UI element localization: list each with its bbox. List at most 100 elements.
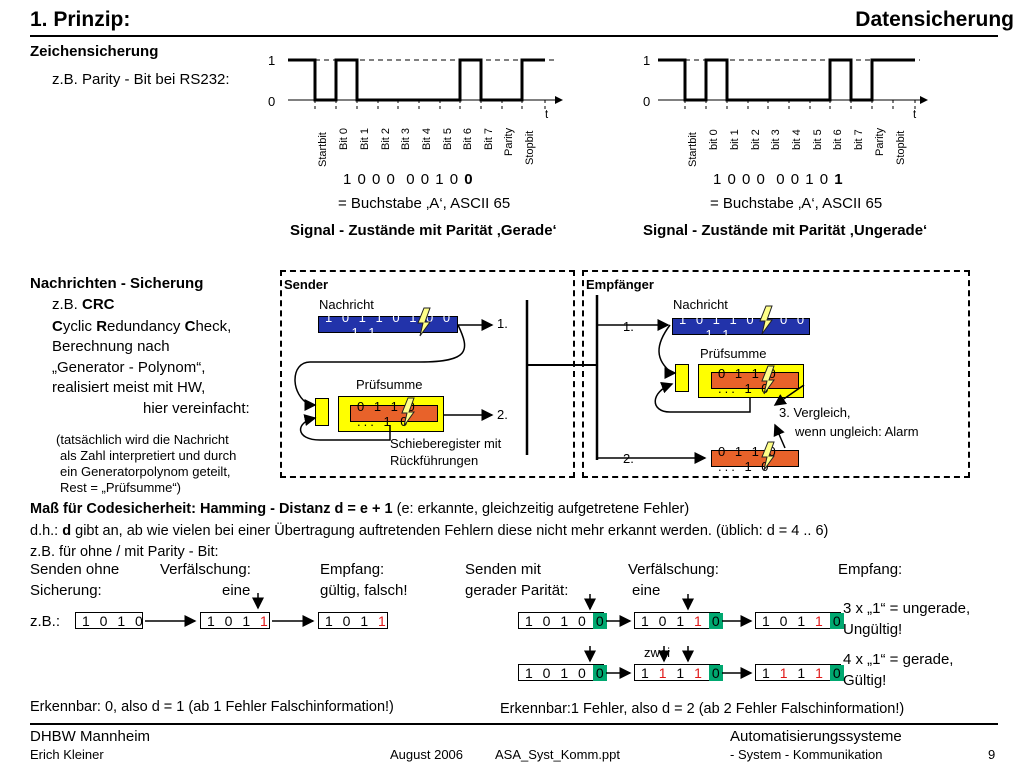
ham-r2-sent-parity: 0: [592, 664, 607, 681]
footer-file: ASA_Syst_Komm.ppt: [495, 747, 620, 762]
ham-r2-recv-parity: 0: [829, 664, 844, 681]
crc-line: hier vereinfacht:: [143, 400, 250, 417]
right-parity-bit: 1: [834, 171, 844, 188]
right-level-high: 1: [643, 53, 651, 68]
sender-register-label: Rückführungen: [390, 453, 479, 468]
ham-left-falsified-bit: 1: [260, 612, 271, 629]
parity-signal-left: [288, 58, 563, 112]
ham-r2-verdict: Gültig!: [843, 672, 887, 689]
crc-line: z.B. CRC: [52, 296, 115, 313]
ham-r1-fals-prefix: 1 0 1: [641, 612, 695, 629]
footer-author: Erich Kleiner: [30, 747, 104, 762]
ham-right-col2: eine: [632, 582, 661, 599]
hamming-title: Maß für Codesicherheit: Hamming - Distan…: [30, 501, 690, 517]
ham-r2-recv-a: 1: [762, 664, 780, 681]
sender-message-label: Nachricht: [319, 297, 374, 312]
ham-r2-fals-parity: 0: [708, 664, 723, 681]
left-bits: 1 0 0 0 0 0 1 0: [343, 171, 460, 188]
right-meaning: = Buchstabe ‚A‘, ASCII 65: [710, 195, 883, 212]
right-bits: 1 0 0 0 0 0 1 0: [713, 171, 830, 188]
crc-line: „Generator - Polynom“,: [52, 359, 206, 376]
ham-left-col1: Sicherung:: [30, 582, 102, 599]
ham-left-falsified: 1 0 1 1: [200, 612, 270, 629]
footer-course: Automatisierungssysteme: [730, 728, 902, 745]
ham-r1-sent-parity: 0: [592, 612, 607, 629]
ham-left-falsified-prefix: 1 0 1: [207, 612, 261, 629]
crc-line: Cyclic Redundancy Check,: [52, 318, 232, 335]
crc-line: realisiert meist mit HW,: [52, 379, 206, 396]
ham-r2-fals-b: 1: [658, 664, 670, 681]
ham-right-col1: gerader Parität:: [465, 582, 569, 599]
receiver-step-1: 1.: [623, 319, 634, 334]
ham-r2-fals-a: 1: [641, 664, 659, 681]
footer-school: DHBW Mannheim: [30, 728, 151, 745]
left-level-high: 1: [268, 53, 276, 68]
page-subject: Datensicherung: [855, 8, 1014, 31]
ham-right-result: Erkennbar:1 Fehler, also d = 2 (ab 2 Feh…: [500, 701, 905, 717]
page-title: 1. Prinzip:: [30, 8, 131, 31]
ham-r2-fals-d: 1: [694, 664, 705, 681]
ham-r1-verdict: 3 x „1“ = ungerade,: [843, 600, 971, 617]
right-bit-sequence: 1 0 0 0 0 0 1 0 1: [713, 172, 844, 187]
left-parity-bit: 0: [464, 171, 474, 188]
ham-left-result: Erkennbar: 0, also d = 1 (ab 1 Fehler Fa…: [30, 699, 394, 715]
ham-right-col2: Verfälschung:: [628, 561, 719, 578]
ham-r1-fals-parity: 0: [708, 612, 723, 629]
left-caption: Signal - Zustände mit Parität ‚Gerade‘: [290, 222, 557, 239]
receiver-message-label: Nachricht: [673, 297, 728, 312]
crc-note: (tatsächlich wird die Nachricht: [56, 432, 229, 447]
parity-signal-right: [658, 58, 928, 112]
ham-r1-recv-bit: 1: [815, 612, 826, 629]
receiver-title: Empfänger: [586, 277, 654, 292]
sender-step-2: 2.: [497, 407, 508, 422]
crc-note: ein Generatorpolynom geteilt,: [60, 464, 231, 479]
hamming-line3: z.B. für ohne / mit Parity - Bit:: [30, 544, 219, 560]
ham-right-col1: Senden mit: [465, 561, 541, 578]
left-meaning: = Buchstabe ‚A‘, ASCII 65: [338, 195, 511, 212]
ham-left-col1: Senden ohne: [30, 561, 120, 578]
sender-register-label: Schieberegister mit: [390, 436, 502, 451]
crc-heading: Nachrichten - Sicherung: [30, 275, 204, 292]
parity-example: z.B. Parity - Bit bei RS232:: [52, 71, 230, 88]
ham-r2-recv-d: 1: [815, 664, 826, 681]
ham-left-received-prefix: 1 0 1: [325, 612, 379, 629]
sender-title: Sender: [284, 277, 329, 292]
ham-left-sent: 1 0 1 0: [75, 612, 143, 629]
ham-right-col3: Empfang:: [838, 561, 903, 578]
ham-r1-recv-prefix: 1 0 1: [762, 612, 816, 629]
footer-course-sub: - System - Kommunikation: [730, 747, 883, 762]
left-level-low: 0: [268, 94, 276, 109]
sender-xor-gate: [315, 398, 329, 426]
ham-r2-fals-c: 1: [669, 664, 695, 681]
ham-left-col2: eine: [222, 582, 251, 599]
receiver-box: [582, 270, 970, 478]
ham-r2-recv-b: 1: [779, 664, 791, 681]
right-caption: Signal - Zustände mit Parität ‚Ungerade‘: [643, 222, 928, 239]
sender-checksum-label: Prüfsumme: [356, 377, 423, 392]
footer-rule: [30, 723, 998, 725]
parity-heading: Zeichensicherung: [30, 43, 159, 60]
ham-r1-fals-bit: 1: [694, 612, 705, 629]
ham-left-received: 1 0 1 1: [318, 612, 388, 629]
ham-left-col2: Verfälschung:: [160, 561, 251, 578]
receiver-compare: wenn ungleich: Alarm: [795, 424, 919, 439]
ham-left-received-bit: 1: [378, 612, 389, 629]
left-time-axis: t: [545, 109, 549, 121]
right-time-axis: t: [913, 109, 917, 121]
ham-left-col3: Empfang:: [320, 561, 385, 578]
ham-r2-sent-bits: 1 0 1 0: [525, 664, 589, 681]
receiver-checksum-label: Prüfsumme: [700, 346, 767, 361]
ham-r1-sent-bits: 1 0 1 0: [525, 612, 589, 629]
ham-r1-verdict: Ungültig!: [843, 621, 903, 638]
receiver-compare: 3. Vergleich,: [779, 405, 851, 420]
sender-box: [280, 270, 575, 478]
header-rule: [30, 35, 998, 37]
